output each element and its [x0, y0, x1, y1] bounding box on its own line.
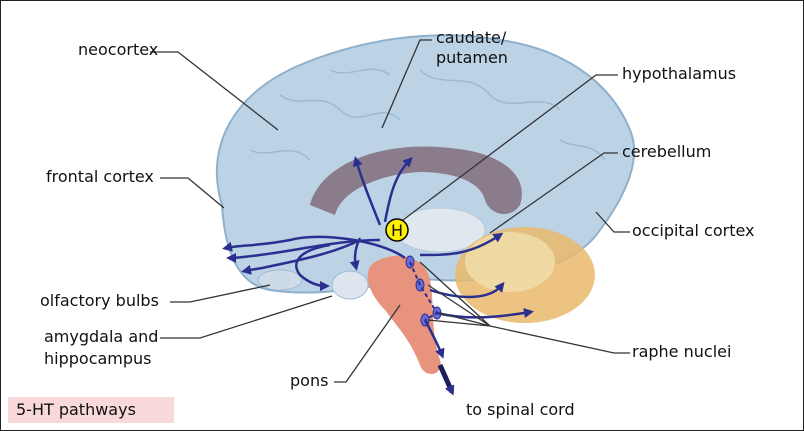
- label-spinal-cord: to spinal cord: [466, 400, 575, 419]
- label-hypothalamus: hypothalamus: [622, 64, 736, 83]
- label-pons: pons: [290, 371, 328, 390]
- label-cerebellum: cerebellum: [622, 142, 711, 161]
- label-neocortex: neocortex: [78, 40, 158, 59]
- cerebellum-folia: [465, 232, 555, 292]
- label-olfactory-bulbs: olfactory bulbs: [40, 291, 159, 310]
- label-caudate-line1: caudate/: [436, 28, 507, 47]
- olfactory-bulb-shape: [258, 270, 302, 290]
- legend-title: 5-HT pathways: [16, 400, 136, 419]
- label-caudate-line2: putamen: [436, 48, 508, 67]
- label-raphe-nuclei: raphe nuclei: [632, 342, 731, 361]
- label-amygdala-line1: amygdala and: [44, 327, 158, 346]
- label-amygdala-line2: hippocampus: [44, 349, 152, 368]
- amygdala-shape: [332, 271, 368, 299]
- spinal-cord-arrow: [440, 365, 452, 392]
- label-occipital-cortex: occipital cortex: [632, 221, 755, 240]
- label-frontal-cortex: frontal cortex: [46, 167, 154, 186]
- hypothalamus-marker-letter: H: [391, 221, 403, 240]
